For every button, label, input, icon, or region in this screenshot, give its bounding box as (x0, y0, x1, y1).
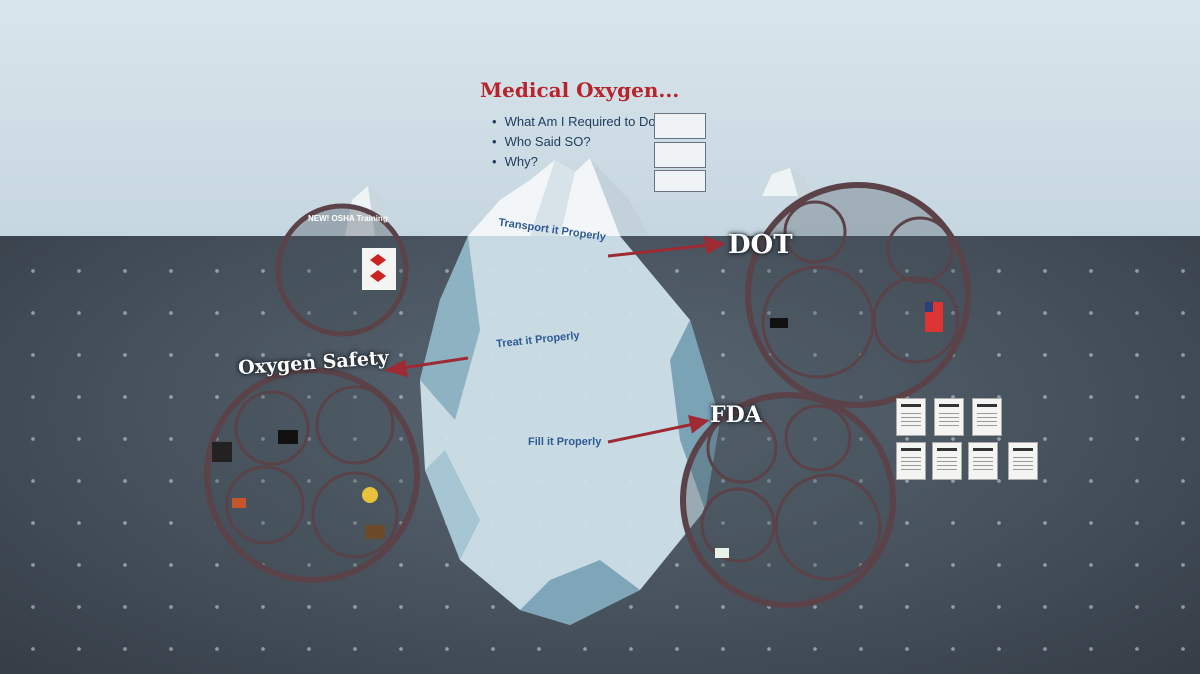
fda-frame (680, 392, 896, 608)
arrow-to-fda (607, 414, 710, 444)
osha-frame (275, 203, 409, 337)
document-page (896, 442, 926, 480)
reference-note (654, 170, 706, 192)
fill-section-heading: Fill it Properly (528, 436, 602, 448)
iceberg-underwater (420, 236, 720, 625)
document-page (934, 398, 964, 436)
dot-label: DOT (728, 230, 793, 260)
reference-note (654, 142, 706, 168)
question-item: Who Said SO? (492, 132, 663, 152)
question-item: Why? (492, 152, 663, 172)
question-item: What Am I Required to Do? (492, 112, 663, 132)
dot-frame (745, 182, 971, 408)
reference-note (654, 113, 706, 139)
document-page (896, 398, 926, 436)
osha-training-title: NEW! OSHA Training (308, 214, 388, 223)
document-page (968, 442, 998, 480)
arrow-to-dot (607, 235, 726, 258)
document-page (1008, 442, 1038, 480)
arrow-to-safety (383, 356, 469, 378)
safety-frame (204, 367, 420, 583)
fda-label: FDA (710, 402, 762, 428)
document-page (932, 442, 962, 480)
page-title: Medical Oxygen... (480, 78, 680, 102)
document-page (972, 398, 1002, 436)
question-list: What Am I Required to Do? Who Said SO? W… (492, 112, 663, 172)
